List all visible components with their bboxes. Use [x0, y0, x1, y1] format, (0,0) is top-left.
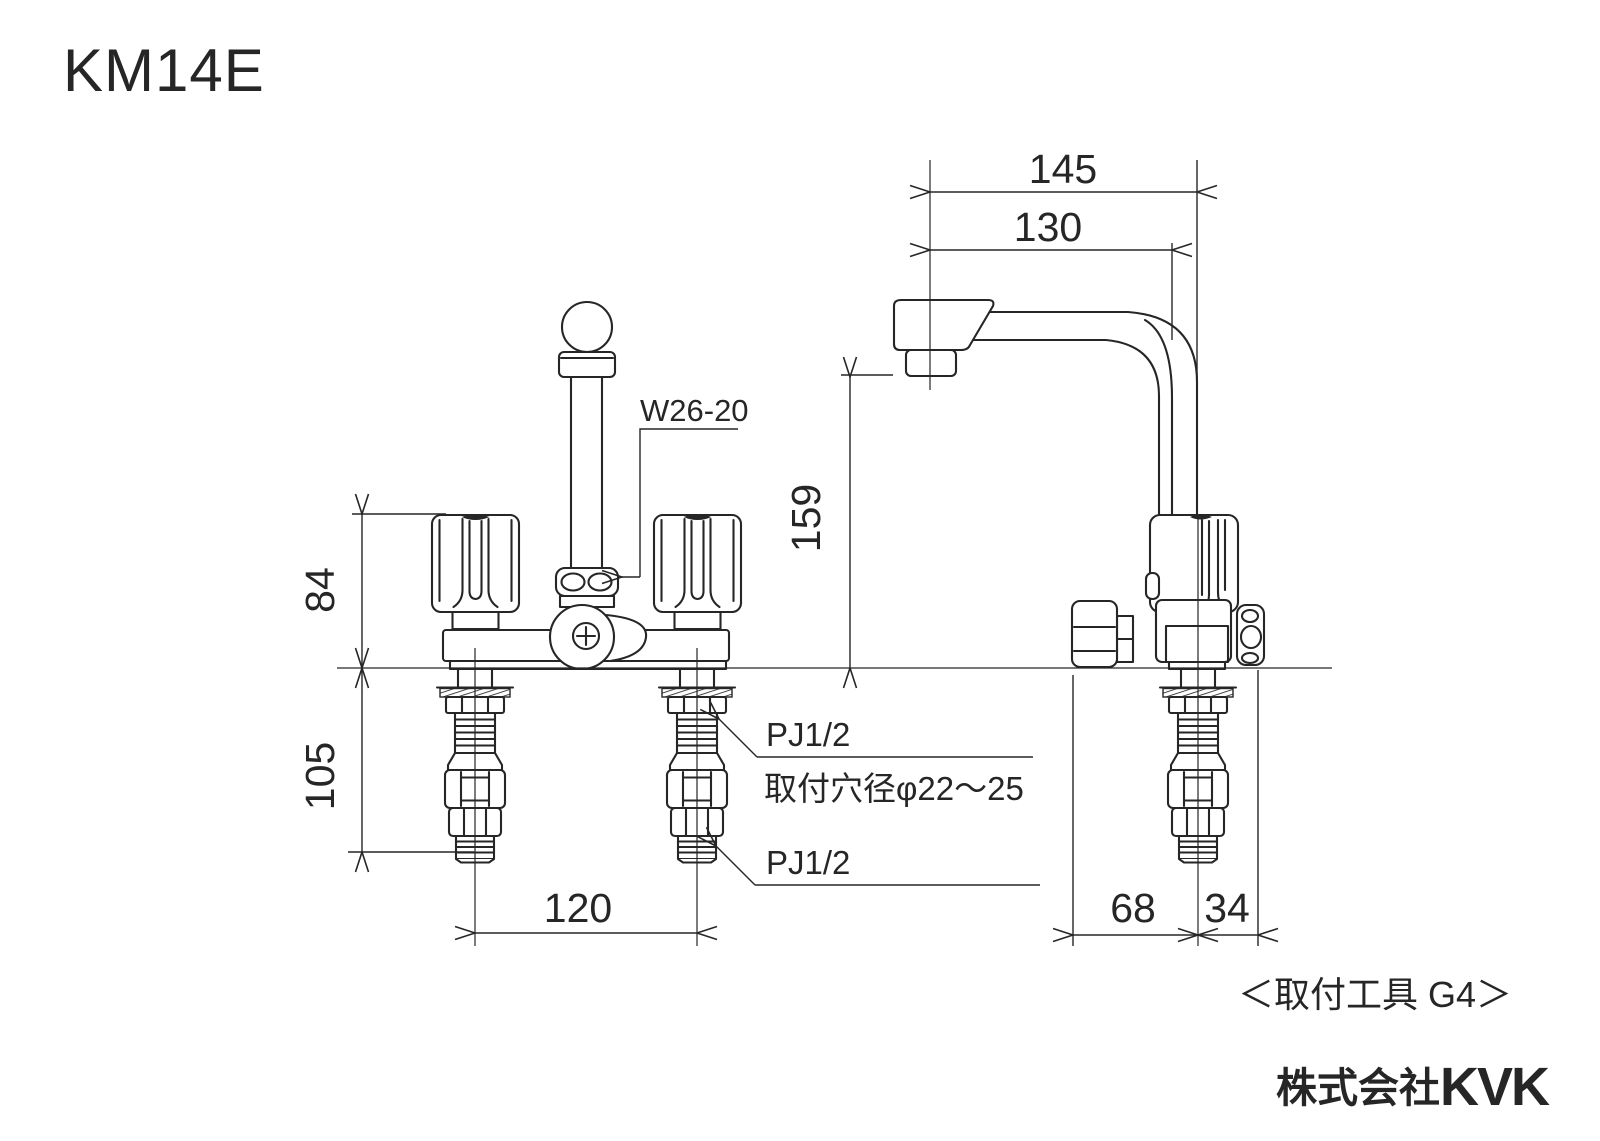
dimension-lines — [348, 160, 1258, 946]
faucet-body-side — [1154, 598, 1233, 664]
dim-145: 145 — [1029, 146, 1097, 192]
label-pj-upper: PJ1/2 — [766, 716, 850, 753]
label-riser-thread: W26-20 — [640, 393, 749, 428]
handle-left — [430, 513, 521, 631]
dim-68: 68 — [1110, 885, 1156, 931]
label-mount-hole: 取付穴径φ22～25 — [764, 770, 1024, 807]
centerlines — [474, 160, 1199, 946]
dim-84: 84 — [297, 567, 343, 613]
company-prefix: 株式会社 — [1275, 1065, 1440, 1111]
handle-right — [652, 513, 743, 631]
dim-105: 105 — [297, 742, 343, 810]
dim-120: 120 — [544, 885, 612, 931]
front-view — [430, 300, 743, 864]
label-pj-lower: PJ1/2 — [766, 844, 850, 881]
aerator — [904, 348, 958, 378]
dim-130: 130 — [1014, 204, 1082, 250]
dimension-texts: 145 130 159 84 105 120 68 34 W26-20 PJ1/… — [297, 146, 1250, 931]
riser-pipe — [569, 375, 604, 570]
model-number-title: KM14E — [63, 37, 265, 104]
spout-arm-outer — [982, 310, 1199, 519]
mounting-tool-note: ＜取付工具 G4＞ — [1238, 974, 1513, 1015]
kvk-logo: KVK — [1439, 1057, 1550, 1117]
dim-34: 34 — [1204, 885, 1250, 931]
swivel-body-tab — [605, 613, 648, 663]
base-plate-side — [1167, 660, 1227, 671]
dim-159: 159 — [783, 484, 829, 552]
spout-arm-inner — [966, 338, 1161, 519]
spout-head — [892, 298, 995, 352]
handle-side — [1148, 513, 1240, 614]
handle-knob-side — [1070, 599, 1119, 669]
riser-collar — [557, 350, 617, 379]
riser-ball-top — [560, 300, 614, 354]
company-signature: 株式会社KVK — [1275, 1054, 1550, 1118]
